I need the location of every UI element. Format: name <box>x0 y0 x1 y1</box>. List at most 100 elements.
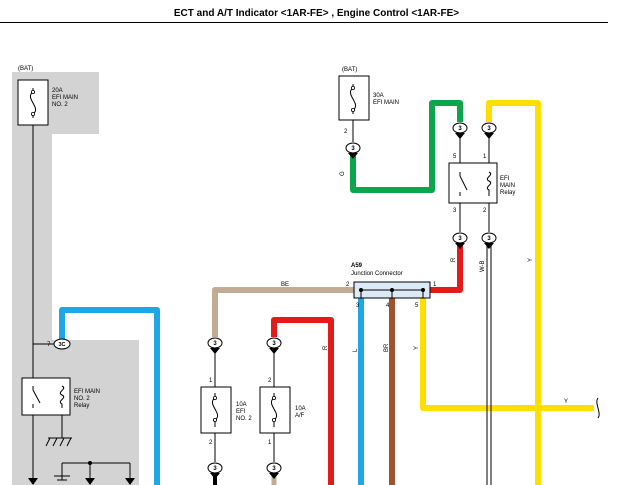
fuse-30a-pin: 2 <box>344 129 348 135</box>
wire-tan-be <box>212 287 356 337</box>
junction-dot-icon <box>359 288 363 292</box>
efi-main-relay-line1: EFI <box>500 176 510 182</box>
connector-arrows <box>210 133 494 479</box>
wire-label-l: L <box>353 348 359 352</box>
relay-pin-1: 1 <box>483 154 487 160</box>
connector-af-top-label: 3 <box>272 341 276 347</box>
arrow-down-icon <box>85 478 95 485</box>
wires <box>59 100 594 485</box>
continuation-bracket-icon <box>596 397 600 419</box>
arrow-down-icon <box>269 348 279 354</box>
arrow-down-icon <box>210 473 220 479</box>
junction-connector-a59 <box>353 281 431 299</box>
arrow-down-icon <box>484 133 494 139</box>
bottom-arrows <box>28 478 135 485</box>
wire-label-g: G <box>340 171 346 176</box>
relay-coil-icon <box>486 171 492 196</box>
connector-relay-top-1-label: 3 <box>487 126 491 132</box>
wire-blue-3c <box>59 307 160 485</box>
connector-af-bot: 3 <box>266 462 282 474</box>
arrow-down-icon <box>455 243 465 249</box>
wire-label-br: BR <box>384 343 390 352</box>
arrow-down-icon <box>484 243 494 249</box>
connector-3c-label: 3C <box>58 342 65 348</box>
arrow-down-icon <box>455 133 465 139</box>
relay-pin-2: 2 <box>483 208 487 214</box>
arrow-down-icon <box>348 153 358 159</box>
relay-pin-3: 3 <box>453 208 457 214</box>
fuse-30a-amp: 30A <box>373 93 384 99</box>
fuse-30a-name: EFI MAIN <box>373 100 399 106</box>
fuse-efi-main-no2 <box>17 79 49 126</box>
bat-label-left: (BAT) <box>18 66 33 72</box>
efi-main-no2-relay-line2: NO. 2 <box>74 396 90 402</box>
connector-efi-no2-bot: 3 <box>207 462 223 474</box>
fuse-efi-no2-pin-bot: 2 <box>209 440 213 446</box>
efi-main-relay <box>448 162 498 204</box>
connector-relay-bot-2: 3 <box>481 232 497 244</box>
relay-coil-icon <box>59 385 65 408</box>
title-rule <box>0 22 608 23</box>
arrow-down-icon <box>210 348 220 354</box>
junction-id: A59 <box>351 263 363 269</box>
fuse-20a-name2: NO. 2 <box>52 102 68 108</box>
connector-relay-top-5: 3 <box>452 122 468 134</box>
junction-pin-1: 1 <box>433 282 437 288</box>
fuse-af-pin-bot: 1 <box>268 440 272 446</box>
fuse-efi-main <box>338 75 370 121</box>
connector-relay-bot-3: 3 <box>452 232 468 244</box>
connector-3c: 3C <box>53 338 71 350</box>
ground-symbol-1-icon <box>54 475 70 481</box>
wire-label-wb: W-B <box>480 260 486 272</box>
connector-efi-no2-top-label: 3 <box>213 341 217 347</box>
arrow-down-icon <box>269 473 279 479</box>
wire-green-g <box>350 100 463 193</box>
efi-main-no2-relay-line3: Relay <box>74 403 89 409</box>
fuse-af-pin-top: 2 <box>268 378 272 384</box>
ground-symbols <box>45 437 72 481</box>
connector-efi-main-label: 3 <box>351 146 355 152</box>
fuse-20a-name1: EFI MAIN <box>52 95 78 101</box>
connector-relay-top-1: 3 <box>481 122 497 134</box>
junction-pin-3: 3 <box>356 303 360 309</box>
arrow-down-icon <box>28 478 38 485</box>
connector-efi-main-fuse: 3 <box>345 142 361 154</box>
connector-af-top: 3 <box>266 337 282 349</box>
fuse-efi-no2-name2: NO. 2 <box>236 416 252 422</box>
connector-relay-bot-2-label: 3 <box>487 236 491 242</box>
relay-pin-5: 5 <box>453 154 457 160</box>
ground-junction-dot <box>88 461 92 465</box>
junction-pin-4: 4 <box>386 303 390 309</box>
junction-pin-5: 5 <box>415 303 419 309</box>
fuse-efi-no2-name1: EFI <box>236 409 246 415</box>
junction-dot-icon <box>390 288 394 292</box>
shaded-regions <box>12 72 139 485</box>
junction-pin-2: 2 <box>346 282 350 288</box>
wire-label-y-junction: Y <box>414 346 420 350</box>
wire-label-r-fuse: R <box>323 345 329 350</box>
wire-red-af <box>271 317 334 485</box>
connector-af-bot-label: 3 <box>272 466 276 472</box>
fuse-efi-no2-amp: 10A <box>236 402 247 408</box>
fuse-af-name: A/F <box>295 413 305 419</box>
wire-label-y-right: Y <box>528 258 534 262</box>
junction-dot-icon <box>421 288 425 292</box>
efi-main-no2-relay-line1: EFI MAIN <box>74 389 100 395</box>
connector-relay-bot-3-label: 3 <box>458 236 462 242</box>
connector-efi-no2-top: 3 <box>207 337 223 349</box>
efi-main-relay-line2: MAIN <box>500 183 515 189</box>
efi-main-no2-relay <box>21 377 71 416</box>
arrow-down-icon <box>125 478 135 485</box>
wire-label-y-horizontal: Y <box>564 399 568 405</box>
fuse-20a-amp: 20A <box>52 88 63 94</box>
connector-relay-top-5-label: 3 <box>458 126 462 132</box>
bat-label-right: (BAT) <box>342 67 357 73</box>
efi-main-relay-line3: Relay <box>500 190 515 196</box>
wire-label-be: BE <box>281 282 289 288</box>
fuse-efi-no2 <box>200 386 232 434</box>
fuse-efi-no2-pin-top: 1 <box>209 378 213 384</box>
wire-yellow-junction <box>420 298 594 411</box>
fuse-af <box>259 386 291 434</box>
connector-efi-no2-bot-label: 3 <box>213 466 217 472</box>
